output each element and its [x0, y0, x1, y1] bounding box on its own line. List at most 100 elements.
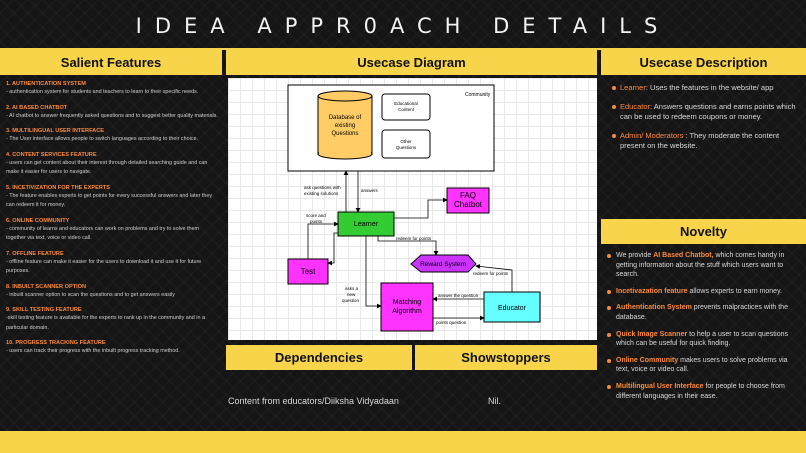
- usecase-description: Learner: Uses the features in the websit…: [612, 83, 800, 160]
- feature-item: 10. PROGRESS TRACKING FEATURE- users can…: [6, 339, 218, 356]
- novelty-post: for people to choose from different lang…: [616, 382, 785, 400]
- usecase-diagram: Community Database of existing Questions…: [228, 78, 597, 340]
- svg-text:ask questions with: ask questions with: [304, 185, 341, 190]
- novelty-highlight: Online Community: [616, 356, 679, 364]
- feature-item: 3. MULTILINGUAL USER INTERFACE- The User…: [6, 127, 218, 144]
- edge-test-learner: [307, 221, 339, 259]
- novelty-item: Incetivazation feature allows experts to…: [606, 287, 798, 297]
- role-name: Learner: [620, 83, 646, 92]
- feature-text: - users can track their progress with th…: [6, 348, 180, 355]
- dependencies-text: Content from educators/Diiksha Vidyadaan: [228, 396, 399, 406]
- feature-heading: 8. INBUILT SCANNER OPTION: [6, 283, 87, 290]
- salient-features-list: 1. AUTHENTICATION SYSTEM - authentication…: [6, 80, 218, 363]
- salient-features-header: Salient Features: [0, 50, 222, 75]
- page-title: IDEA APPR0ACH DETAILS: [135, 14, 671, 38]
- feature-item: 7. OFFLINE FEATURE- offline feature can …: [6, 250, 218, 277]
- svg-text:Database of: Database of: [329, 115, 362, 121]
- svg-text:Reward System: Reward System: [420, 261, 466, 268]
- svg-text:existing: existing: [335, 123, 355, 129]
- role-text: : They moderate the content present on t…: [620, 131, 780, 150]
- novelty-item: Quick Image Scanner to help a user to sc…: [606, 330, 798, 349]
- feature-heading: 1. AUTHENTICATION SYSTEM: [6, 81, 86, 87]
- feature-text: - AI chatbot to answer frequently asked …: [6, 112, 218, 119]
- role-name: Educator: [620, 102, 651, 111]
- svg-text:redeem for points: redeem for points: [396, 236, 432, 241]
- database-node: Database of existing Questions: [317, 90, 373, 160]
- role-text: : Answers questions and earns points whi…: [620, 102, 796, 121]
- svg-text:question: question: [342, 298, 360, 303]
- usecase-description-header: Usecase Description: [601, 50, 806, 75]
- feature-heading: 4. CONTENT SERVICES FEATURE: [6, 151, 97, 158]
- feature-item: 1. AUTHENTICATION SYSTEM - authentication…: [6, 80, 218, 97]
- usecase-item: Educator: Answers questions and earns po…: [612, 102, 800, 122]
- feature-text: - The feature enables experts to get poi…: [6, 192, 213, 209]
- novelty-item: Multilingual User Interface for people t…: [606, 382, 798, 401]
- feature-text: - inbuilt scanner option to scan the que…: [6, 291, 176, 298]
- dependencies-header: Dependencies: [226, 345, 412, 370]
- novelty-post: allows experts to earn money.: [687, 287, 782, 295]
- svg-text:Algorithm: Algorithm: [392, 308, 422, 315]
- showstoppers-text: Nil.: [488, 396, 501, 406]
- svg-text:Matching: Matching: [393, 299, 422, 306]
- educational-content-node: [381, 93, 431, 121]
- svg-text:Learner: Learner: [354, 221, 379, 228]
- feature-item: 5. INCETIVIZATION FOR THE EXPERTS- The f…: [6, 184, 218, 211]
- role-text: : Uses the features in the website/ app: [645, 83, 774, 92]
- feature-heading: 9. SKILL TESTING FEATURE: [6, 307, 82, 314]
- svg-text:Questions: Questions: [396, 145, 417, 150]
- footer-bar: [0, 431, 806, 453]
- novelty-item: Online Community makes users to solve pr…: [606, 356, 798, 375]
- svg-text:FAQ: FAQ: [460, 191, 476, 200]
- feature-heading: 5. INCETIVIZATION FOR THE EXPERTS: [6, 184, 111, 191]
- novelty-post: prevents malpractices with the database.: [616, 304, 788, 321]
- edge-learner-faq: [394, 197, 448, 219]
- novelty-post: to help a user to scan questions which c…: [616, 330, 788, 348]
- role-name: Admin/ Moderators: [620, 131, 684, 140]
- feature-text: - authentication system for students and…: [6, 89, 199, 95]
- svg-text:answer the question: answer the question: [438, 293, 479, 298]
- svg-text:answers: answers: [361, 188, 379, 193]
- feature-item: 2. AI BASED CHATBOT- AI chatbot to answe…: [6, 104, 218, 121]
- divider: [0, 48, 806, 50]
- feature-text: - The User interface allows people to sw…: [6, 136, 198, 143]
- svg-text:Chatbot: Chatbot: [454, 200, 483, 209]
- svg-text:existing solutions: existing solutions: [304, 191, 339, 196]
- svg-text:redeem for points: redeem for points: [473, 271, 509, 276]
- feature-item: 8. INBUILT SCANNER OPTION- inbuilt scann…: [6, 283, 218, 300]
- svg-text:points question: points question: [436, 320, 467, 325]
- svg-text:Educator: Educator: [498, 305, 527, 312]
- feature-text: - offline feature can make it easier for…: [6, 258, 202, 275]
- novelty-header: Novelty: [601, 219, 806, 244]
- novelty-highlight: Authentication System: [616, 304, 692, 312]
- svg-text:Other: Other: [400, 139, 412, 144]
- edge-learner-test: [327, 232, 338, 266]
- novelty-item: We provide AI Based Chatbot, which comes…: [606, 251, 798, 280]
- feature-heading: 2. AI BASED CHATBOT: [6, 104, 68, 111]
- novelty-pre: We provide: [616, 252, 654, 259]
- feature-heading: 10. PROGRESS TRACKING FEATURE: [6, 340, 106, 347]
- feature-item: 6. ONLINE COMMUNITY- community of learns…: [6, 217, 218, 244]
- educator-node: [483, 291, 541, 323]
- svg-text:Questions: Questions: [331, 131, 358, 137]
- novelty-highlight: AI Based Chatbot,: [653, 252, 714, 259]
- community-label: Community: [465, 92, 491, 98]
- novelty-item: Authentication System prevents malpracti…: [606, 303, 798, 322]
- svg-text:Test: Test: [301, 267, 316, 276]
- novelty-highlight: Multilingual User Interface: [616, 382, 704, 390]
- showstoppers-header: Showstoppers: [415, 345, 597, 370]
- svg-text:points: points: [310, 219, 323, 224]
- novelty-post: makes users to solve problems via text, …: [616, 356, 788, 374]
- edge-educator-reward: [475, 264, 513, 292]
- svg-text:Educational: Educational: [394, 101, 418, 106]
- feature-text: - users can get content about their inte…: [6, 159, 208, 176]
- feature-text: -skill testing feature is available for …: [6, 315, 205, 331]
- edge-learner-reward: [377, 236, 439, 256]
- feature-text: - community of learns and educators can …: [6, 225, 199, 242]
- feature-heading: 6. ONLINE COMMUNITY: [6, 217, 70, 224]
- usecase-diagram-header: Usecase Diagram: [226, 50, 597, 75]
- feature-heading: 7. OFFLINE FEATURE: [6, 250, 64, 257]
- novelty-list: We provide AI Based Chatbot, which comes…: [606, 251, 798, 408]
- faq-chatbot-node: [446, 187, 490, 214]
- reward-system-node: [410, 254, 477, 273]
- svg-text:score and: score and: [306, 213, 326, 218]
